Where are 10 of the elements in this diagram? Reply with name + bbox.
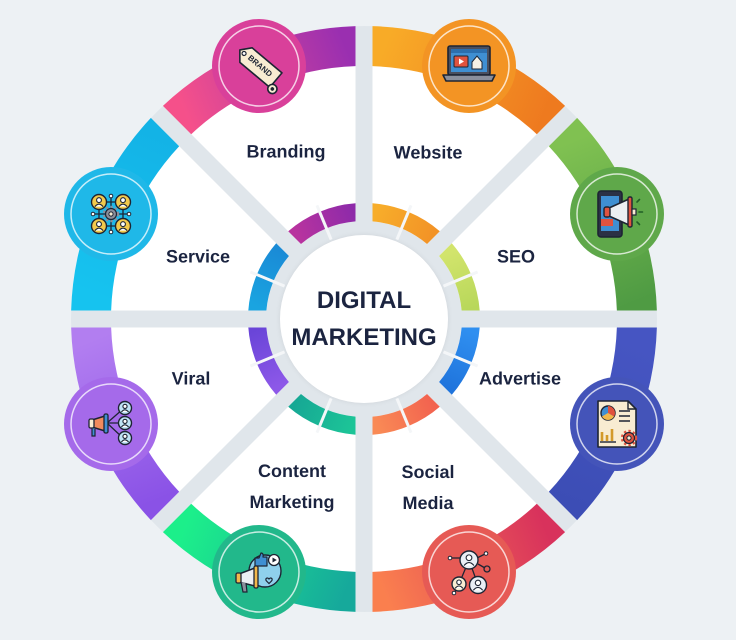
segment-label: SEO — [497, 246, 535, 268]
wheel-segment — [372, 394, 566, 620]
segment-label: Content Marketing — [248, 460, 336, 514]
segment-label: Viral — [172, 368, 210, 390]
center-title: DIGITAL MARKETING — [290, 286, 438, 353]
segment-label: Branding — [246, 140, 326, 164]
segment-label: Social Media — [400, 461, 456, 515]
segment-label: Advertise — [478, 368, 562, 390]
segment-label: Website — [394, 142, 462, 164]
segment-label: Service — [166, 246, 230, 268]
